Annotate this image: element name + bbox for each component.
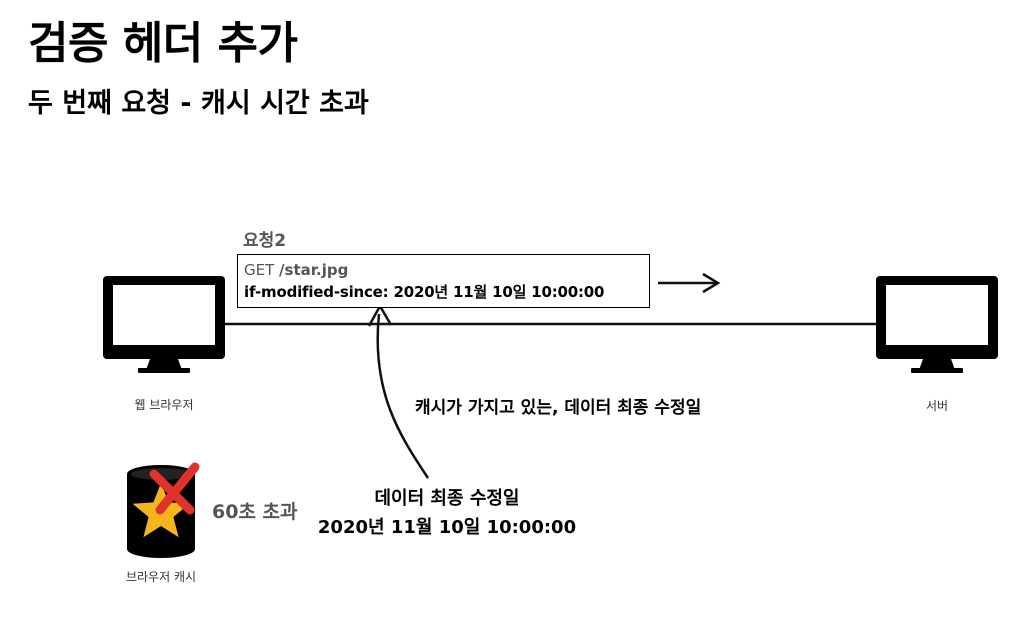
last-modified-label: 데이터 최종 수정일 <box>374 488 520 509</box>
last-modified-block: 데이터 최종 수정일 2020년 11월 10일 10:00:00 <box>296 484 598 542</box>
cache-age-label: 60초 초과 <box>212 501 298 523</box>
request-method: GET <box>244 261 275 279</box>
http-request-box: GET /star.jpg if-modified-since: 2020년 1… <box>237 254 650 308</box>
header-source-arrow <box>367 303 430 479</box>
last-modified-value: 2020년 11월 10일 10:00:00 <box>317 517 577 538</box>
page-title: 검증 헤더 추가 <box>28 18 298 69</box>
request-arrow <box>658 272 721 294</box>
request-label: 요청2 <box>243 231 287 251</box>
request-path: /star.jpg <box>279 261 349 279</box>
server-label: 서버 <box>925 399 949 413</box>
browser-label: 웹 브라우저 <box>134 398 194 412</box>
browser-monitor-icon <box>103 276 225 373</box>
cached-last-modified-annotation: 캐시가 가지고 있는, 데이터 최종 수정일 <box>415 398 702 418</box>
cache-label: 브라우저 캐시 <box>125 570 197 584</box>
expired-cross-icon <box>149 462 200 515</box>
request-line: GET /star.jpg <box>244 259 643 281</box>
if-modified-since-header: if-modified-since: 2020년 11월 10일 10:00:0… <box>244 283 605 301</box>
server-monitor-icon <box>876 276 998 373</box>
page-subtitle: 두 번째 요청 - 캐시 시간 초과 <box>28 88 369 119</box>
